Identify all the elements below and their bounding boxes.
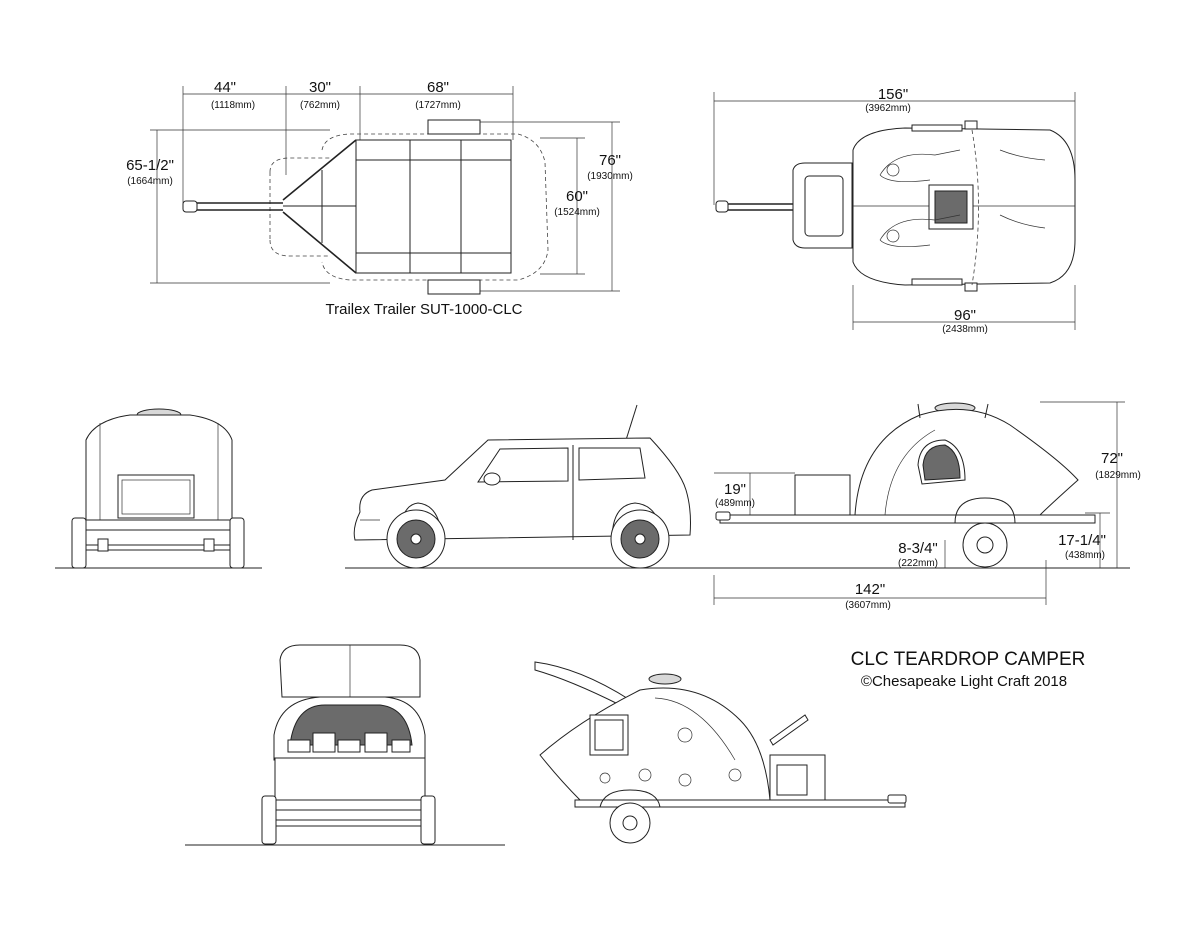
dim-8-3-4-mm: (222mm) [898,558,938,569]
dim-60: 60" [566,188,588,205]
dim-65-1-2: 65-1/2" [126,157,174,174]
dim-44: 44" [214,79,236,96]
dim-44-mm: (1118mm) [211,100,255,111]
dim-30-mm: (762mm) [300,100,340,111]
car-side-view [345,404,712,569]
dim-76: 76" [599,152,621,169]
dim-142-mm: (3607mm) [845,600,891,611]
dim-96-mm: (2438mm) [942,324,988,335]
camper-open-side-view [534,661,907,844]
camper-side-view [712,401,1130,605]
dim-156: 156" [878,86,908,103]
dim-19: 19" [724,481,746,498]
dim-65-mm: (1664mm) [127,176,173,187]
dim-17-1-4: 17-1/4" [1058,532,1106,549]
trailer-caption: Trailex Trailer SUT-1000-CLC [326,301,523,318]
dim-72-mm: (1829mm) [1095,470,1141,481]
dim-60-mm: (1524mm) [554,207,600,218]
dim-19-mm: (489mm) [715,498,755,509]
dim-30: 30" [309,79,331,96]
camper-rear-view [55,408,262,569]
trailer-plan-view [150,86,620,295]
dim-76-mm: (1930mm) [587,171,633,182]
dim-96: 96" [954,307,976,324]
dim-156-mm: (3962mm) [865,103,911,114]
dim-68: 68" [427,79,449,96]
dim-17-1-4-mm: (438mm) [1065,550,1105,561]
camper-rear-open-view [185,644,505,846]
dim-8-3-4: 8-3/4" [898,540,938,557]
dim-68-mm: (1727mm) [415,100,461,111]
dim-72: 72" [1101,450,1123,467]
camper-plan-view [713,92,1076,330]
copyright-notice: ©Chesapeake Light Craft 2018 [861,673,1067,690]
dim-142: 142" [855,581,885,598]
drawing-title: CLC TEARDROP CAMPER [851,649,1086,670]
